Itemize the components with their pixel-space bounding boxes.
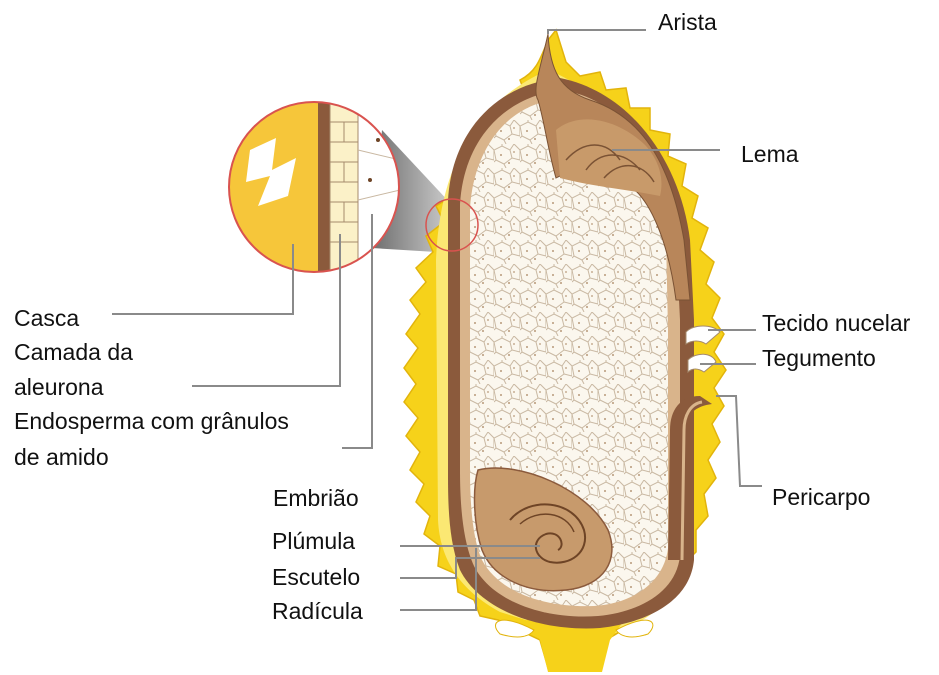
label-pericarpo: Pericarpo xyxy=(772,483,870,511)
label-arista: Arista xyxy=(658,8,717,36)
label-endosperma-line2: de amido xyxy=(14,443,109,471)
label-embriao: Embrião xyxy=(273,484,359,512)
label-camada-aleurona-line2: aleurona xyxy=(14,373,104,401)
label-tecido-nucelar: Tecido nucelar xyxy=(762,309,910,337)
label-endosperma-line1: Endosperma com grânulos xyxy=(14,407,289,435)
label-radicula: Radícula xyxy=(272,597,363,625)
label-lema: Lema xyxy=(741,140,799,168)
label-camada-aleurona-line1: Camada da xyxy=(14,338,133,366)
label-plumula: Plúmula xyxy=(272,527,355,555)
label-casca: Casca xyxy=(14,304,79,332)
label-escutelo: Escutelo xyxy=(272,563,360,591)
label-tegumento: Tegumento xyxy=(762,344,876,372)
